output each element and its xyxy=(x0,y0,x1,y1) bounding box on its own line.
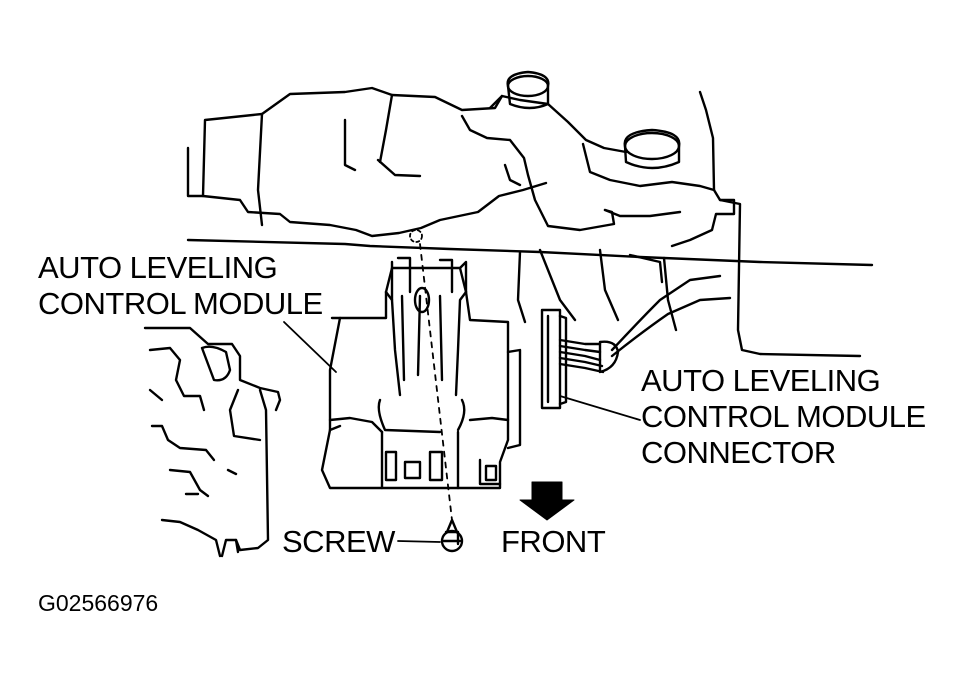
control-module-drawing xyxy=(320,256,522,490)
arrow-down-icon xyxy=(519,481,575,521)
vehicle-body-drawing xyxy=(186,70,874,358)
front-label: FRONT xyxy=(501,524,606,559)
connector-leader-line xyxy=(559,395,641,421)
module-label-line-1: AUTO LEVELING xyxy=(38,250,278,285)
module-label: AUTO LEVELING CONTROL MODULE xyxy=(38,250,323,322)
connector-label: AUTO LEVELING CONTROL MODULE CONNECTOR xyxy=(641,363,926,471)
module-leader-line xyxy=(283,321,337,373)
leader-lines xyxy=(283,321,641,543)
module-label-line-2: CONTROL MODULE xyxy=(38,286,323,321)
wiring-harness-drawing xyxy=(558,274,732,374)
screw-axis-line xyxy=(409,229,453,521)
screw-label: SCREW xyxy=(282,524,395,559)
connector-drawing xyxy=(540,308,568,410)
connector-label-line-1: AUTO LEVELING xyxy=(641,363,881,398)
connector-label-line-2: CONTROL MODULE xyxy=(641,399,926,434)
screw-drawing xyxy=(440,518,464,553)
adjacent-component-drawing xyxy=(143,326,282,558)
connector-label-line-3: CONNECTOR xyxy=(641,435,836,470)
screw-leader-line xyxy=(397,540,441,543)
figure-id-label: G02566976 xyxy=(38,590,159,616)
